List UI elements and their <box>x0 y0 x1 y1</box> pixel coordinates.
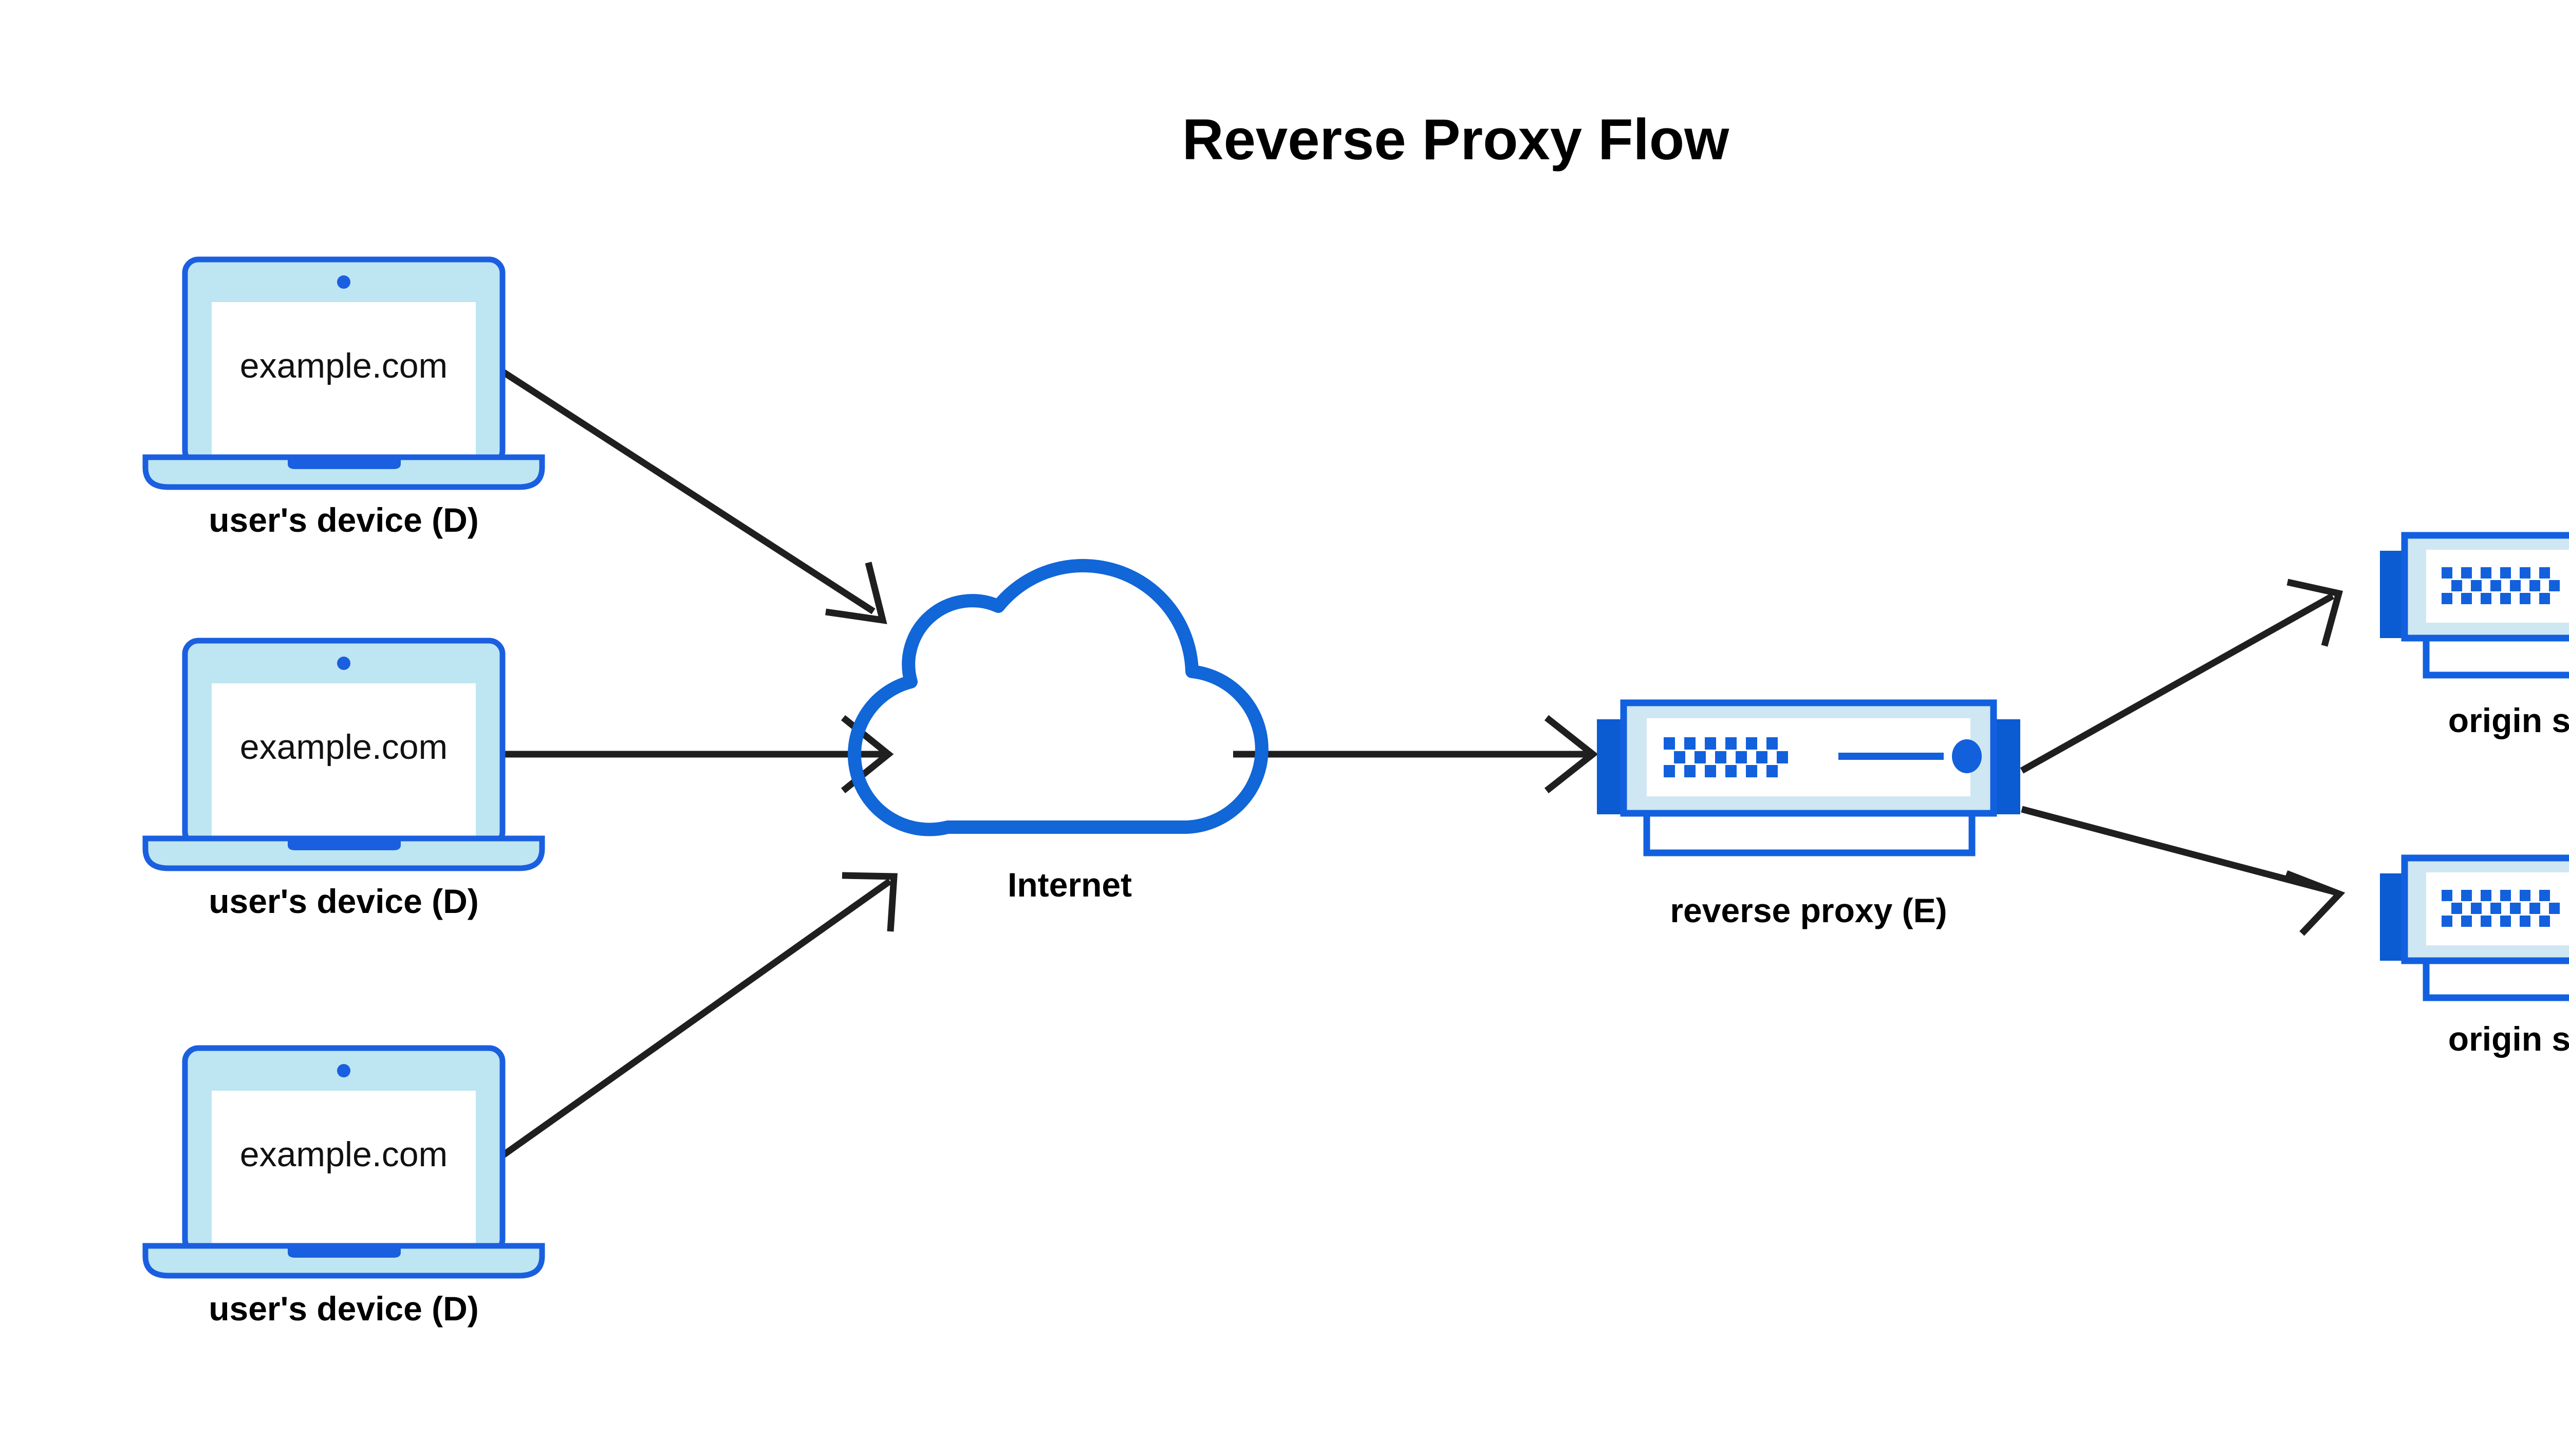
edge-proxy-to-origin-top <box>2020 578 2343 774</box>
server-vent-dots <box>1664 737 1788 777</box>
page-title: Reverse Proxy Flow <box>1182 107 1729 172</box>
laptop-screen-text: example.com <box>240 1135 448 1174</box>
server-icon <box>2380 532 2569 679</box>
internet-label: Internet <box>1008 866 1132 904</box>
client-bottom-label: user's device (D) <box>209 1290 479 1328</box>
server-vent-dots <box>2442 567 2560 604</box>
laptop-icon <box>142 256 545 490</box>
origin-top-label: origin server (F) <box>2448 701 2569 739</box>
origin-bottom-label: origin server (F) <box>2448 1020 2569 1058</box>
edge-client-top-to-internet <box>482 357 887 624</box>
edge-client-bottom-to-internet <box>496 872 898 1162</box>
laptop-screen-text: example.com <box>240 727 448 767</box>
edge-internet-to-proxy <box>1233 715 1598 794</box>
laptop-screen-text: example.com <box>240 346 448 385</box>
cloud-icon <box>848 559 1269 836</box>
client-middle-label: user's device (D) <box>209 882 479 920</box>
client-top-label: user's device (D) <box>209 501 479 539</box>
laptop-icon <box>142 1045 545 1279</box>
server-icon <box>2380 854 2569 1001</box>
edge-proxy-to-origin-bottom <box>2021 806 2345 936</box>
server-icon <box>1597 699 2020 856</box>
reverse-proxy-label: reverse proxy (E) <box>1670 891 1947 929</box>
server-vent-dots <box>2442 890 2560 927</box>
edge-client-middle-to-internet <box>498 715 894 794</box>
laptop-icon <box>142 638 545 871</box>
